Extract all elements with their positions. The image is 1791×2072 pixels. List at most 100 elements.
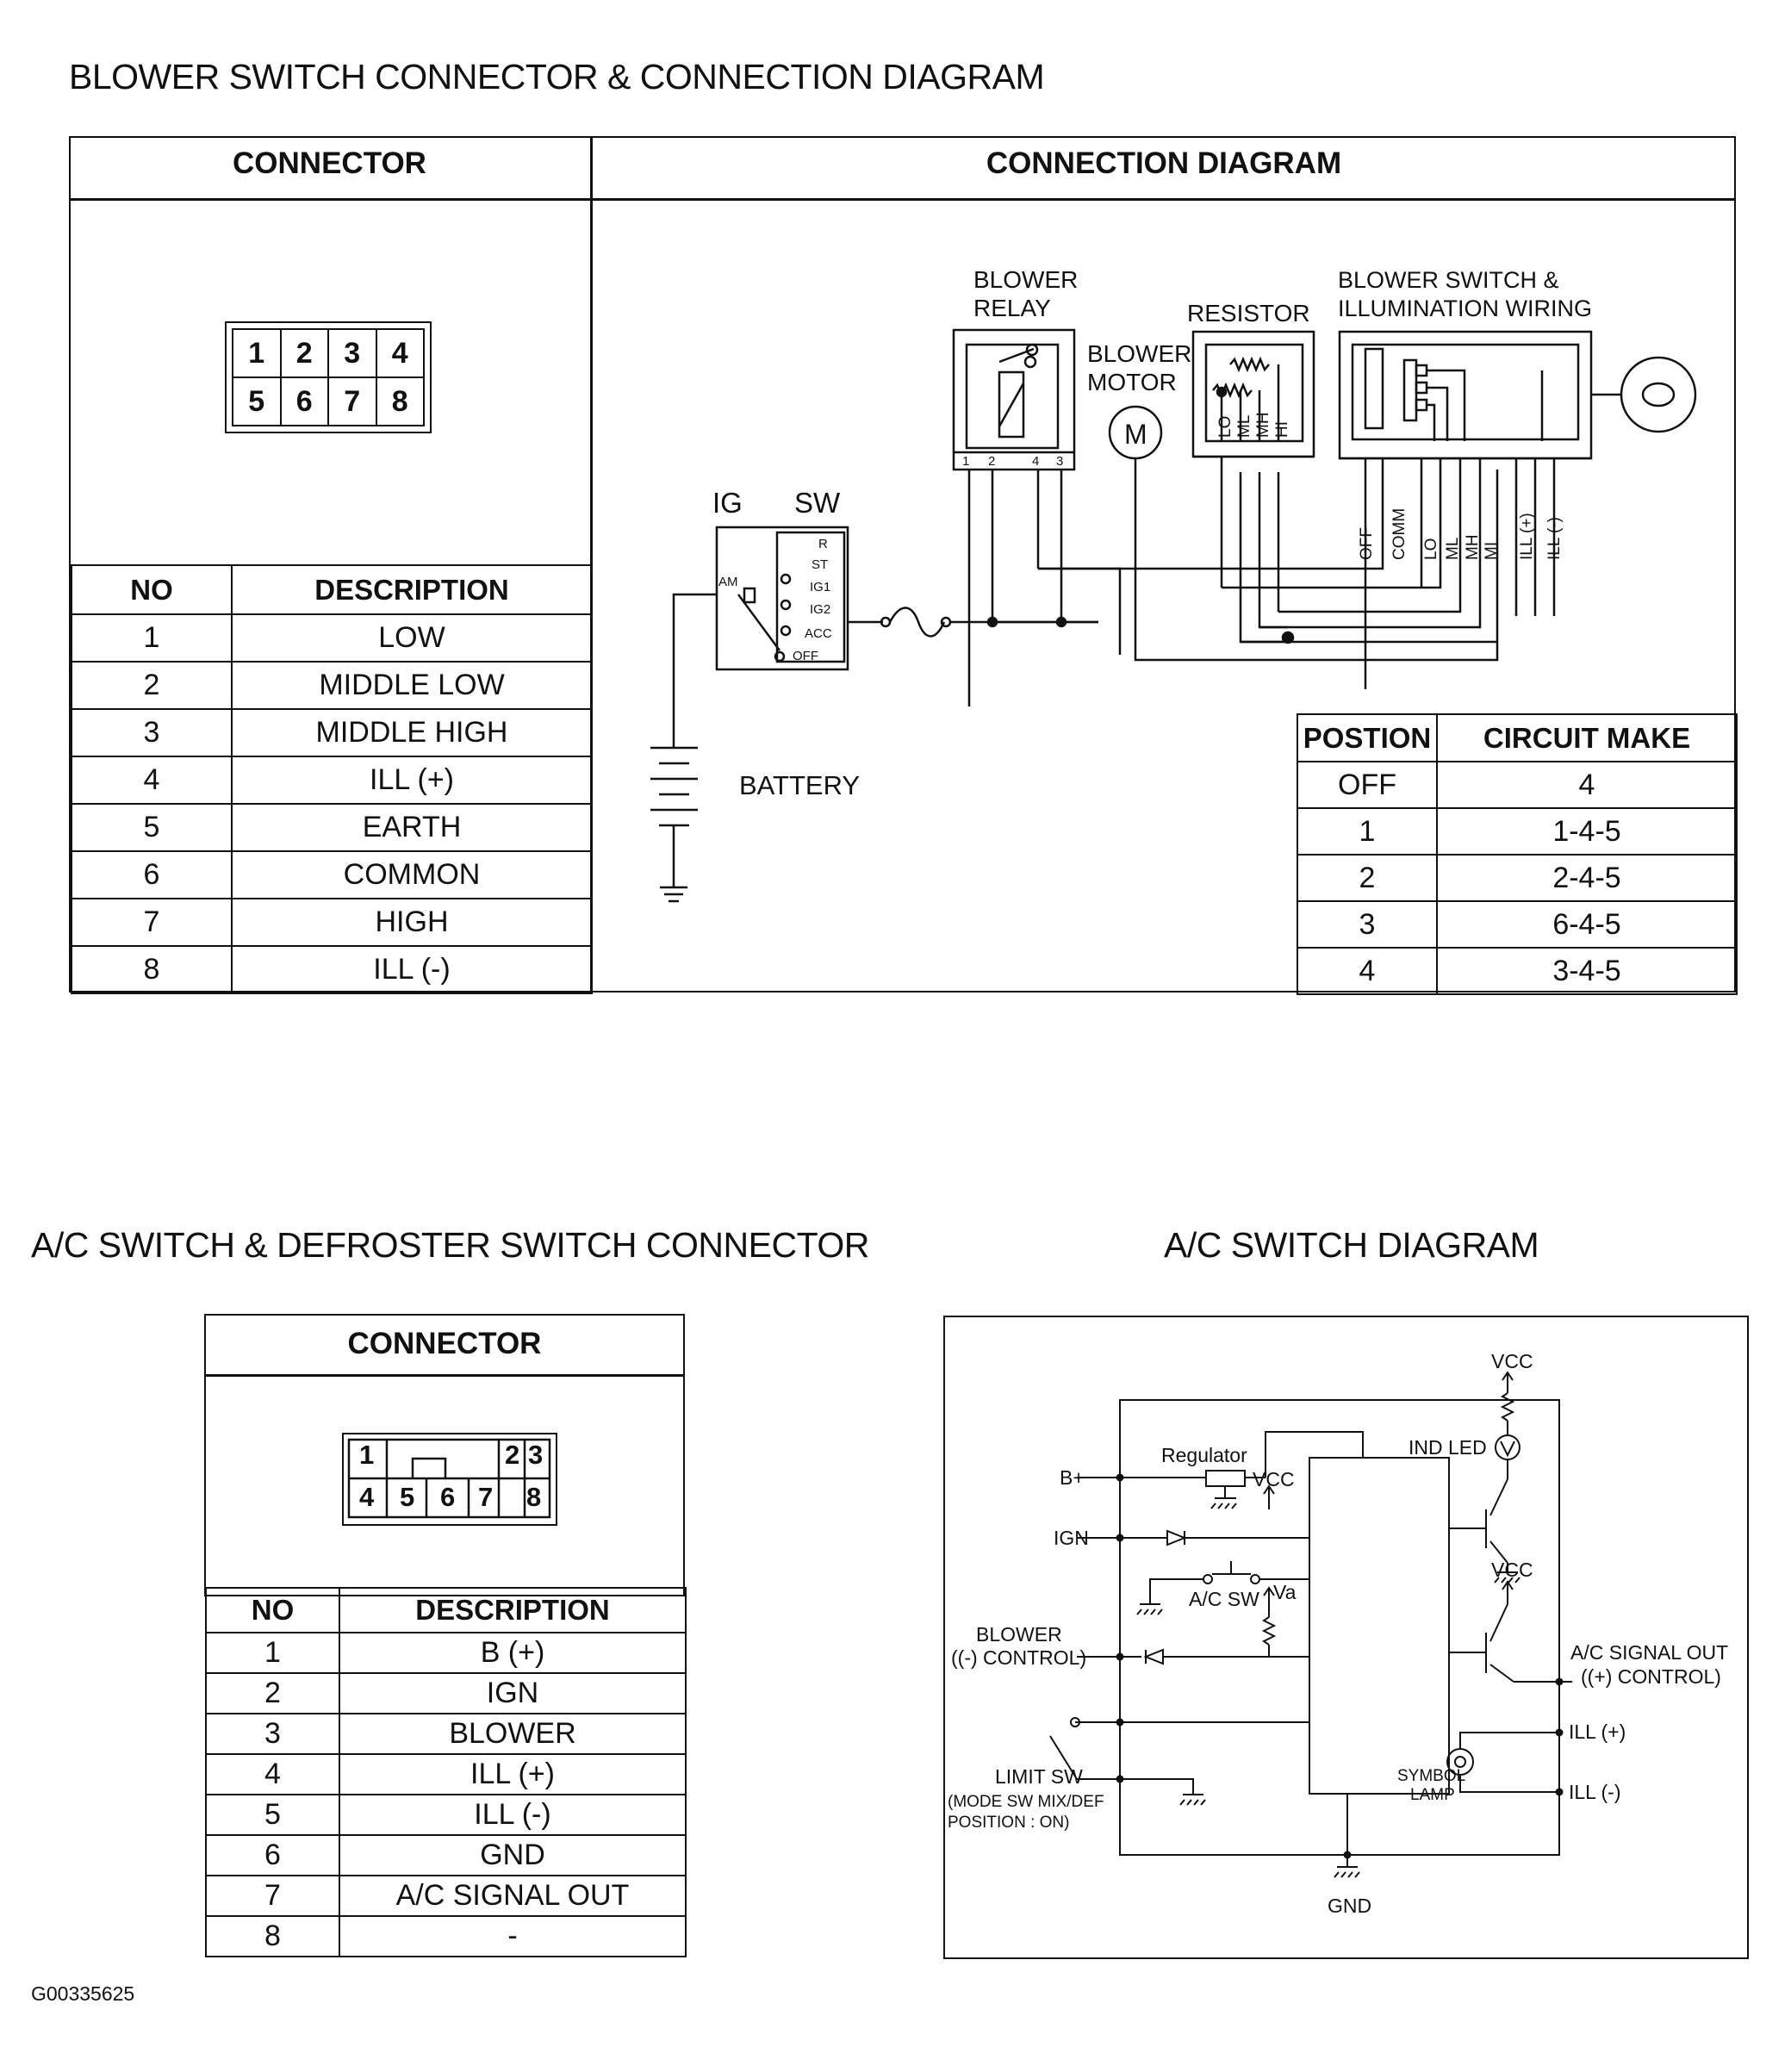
motor-symbol: M — [1124, 419, 1147, 450]
res-ml: ML — [1235, 415, 1253, 438]
mode-label-2: POSITION : ON) — [948, 1814, 1070, 1832]
res-hi: HI — [1273, 421, 1291, 438]
table-cell: 7 — [71, 898, 233, 947]
sw-mh: MH — [1464, 534, 1482, 560]
table-cell: ILL (-) — [339, 1794, 687, 1836]
symbol-lamp-label-2: LAMP — [1410, 1786, 1455, 1804]
table-cell: 6 — [205, 1834, 340, 1876]
table-header-description: DESCRIPTION — [339, 1587, 687, 1633]
table-cell: - — [339, 1915, 687, 1957]
table-cell: 2 — [71, 661, 233, 710]
table-cell: MIDDLE LOW — [231, 661, 593, 710]
table-cell: 1 — [205, 1632, 340, 1674]
sw-lo: LO — [1422, 538, 1440, 560]
table-cell: 2-4-5 — [1436, 854, 1738, 902]
table-header-no: NO — [71, 564, 233, 615]
table-cell: 7 — [205, 1875, 340, 1917]
ign-acc-label: ACC — [805, 626, 832, 641]
junction-dot — [986, 616, 998, 628]
table-header-no: NO — [205, 1587, 340, 1633]
table-cell: EARTH — [231, 803, 593, 852]
pin: 4 — [375, 328, 425, 378]
sw-label: SW — [794, 487, 841, 519]
table-header-position: POSTION — [1297, 713, 1438, 762]
ign-ig2-label: IG2 — [810, 602, 830, 617]
table-cell: 5 — [71, 803, 233, 852]
vcc-mid-label: VCC — [1491, 1559, 1533, 1581]
table-cell: 3 — [71, 708, 233, 757]
pin: 8 — [526, 1482, 542, 1512]
ac-connector-title: A/C SWITCH & DEFROSTER SWITCH CONNECTOR — [31, 1225, 869, 1265]
ign-ig1-label: IG1 — [810, 580, 830, 594]
table-cell: MIDDLE HIGH — [231, 708, 593, 757]
table-cell: 1 — [71, 613, 233, 663]
ac-switch-schematic — [1049, 1371, 1572, 1878]
sw-off: OFF — [1358, 527, 1376, 560]
vcc-top-label: VCC — [1491, 1350, 1533, 1372]
table-cell: B (+) — [339, 1632, 687, 1674]
table-cell: GND — [339, 1834, 687, 1876]
ind-led-label: IND LED — [1409, 1436, 1487, 1459]
sw-ill-plus: ILL (+) — [1518, 513, 1536, 560]
ign-r-label: R — [818, 537, 828, 551]
table-cell: ILL (-) — [231, 945, 593, 994]
relay-pin-2: 2 — [988, 454, 995, 469]
blower-section-title: BLOWER SWITCH CONNECTOR & CONNECTION DIA… — [69, 57, 1045, 96]
table-cell: HIGH — [231, 898, 593, 947]
pin: 7 — [327, 376, 377, 426]
junction-dot — [1055, 616, 1067, 628]
regulator-label: Regulator — [1161, 1444, 1247, 1466]
ac-signal-label-1: A/C SIGNAL OUT — [1570, 1641, 1729, 1664]
junction-dot — [1216, 386, 1228, 398]
ac-diagram-frame — [943, 1316, 1749, 1959]
blower-connector-pins: 1 2 3 4 5 6 7 8 — [225, 321, 432, 433]
ignition-switch — [715, 526, 883, 671]
ill-plus-label: ILL (+) — [1569, 1720, 1626, 1743]
blower-label-2: ((-) CONTROL) — [951, 1646, 1087, 1669]
pin: 5 — [400, 1482, 415, 1512]
ac-sw-label: A/C SW — [1189, 1588, 1259, 1610]
table-cell: A/C SIGNAL OUT — [339, 1875, 687, 1917]
blower-header-rule — [69, 198, 1736, 201]
table-header-description: DESCRIPTION — [231, 564, 593, 615]
pin: 2 — [279, 328, 329, 378]
switch-wiring-label-2: ILLUMINATION WIRING — [1338, 296, 1592, 321]
ac-connector-pins: 1 2 3 4 5 6 7 8 — [342, 1433, 557, 1526]
table-cell: 5 — [205, 1794, 340, 1836]
gnd-label: GND — [1328, 1895, 1372, 1917]
motor-label-2: MOTOR — [1087, 369, 1177, 395]
ac-diagram-title: A/C SWITCH DIAGRAM — [1164, 1225, 1539, 1265]
table-header-circuit: CIRCUIT MAKE — [1436, 713, 1738, 762]
battery-symbol — [650, 593, 717, 903]
pin: 6 — [279, 376, 329, 426]
table-cell: 3 — [1297, 900, 1438, 949]
pin: 7 — [478, 1482, 494, 1512]
mode-label-1: (MODE SW MIX/DEF — [948, 1793, 1104, 1811]
resistor-block — [1191, 330, 1315, 644]
blower-motor — [1108, 405, 1499, 662]
blower-panel-frame — [69, 136, 1736, 992]
motor-label-1: BLOWER — [1087, 340, 1191, 367]
symbol-lamp-label-1: SYMBOL — [1397, 1767, 1466, 1785]
table-cell: 4 — [1297, 947, 1438, 995]
ign-am-label: AM — [718, 575, 738, 589]
table-cell: 4 — [205, 1753, 340, 1795]
table-cell: 3 — [205, 1713, 340, 1755]
resistor-label: RESISTOR — [1187, 300, 1310, 327]
relay-pin-1: 1 — [962, 454, 969, 469]
b-plus-label: B+ — [1060, 1466, 1085, 1489]
limit-sw-label: LIMIT SW — [995, 1765, 1083, 1788]
relay-label-2: RELAY — [973, 295, 1051, 321]
pin: 1 — [359, 1440, 375, 1470]
pin: 3 — [528, 1440, 544, 1470]
pin: 3 — [327, 328, 377, 378]
ign-label: IGN — [1054, 1527, 1089, 1549]
pin: 6 — [440, 1482, 456, 1512]
connector-header: CONNECTOR — [233, 146, 426, 180]
table-cell: 1-4-5 — [1436, 807, 1738, 856]
relay-label-1: BLOWER — [973, 266, 1078, 293]
table-cell: OFF — [1297, 761, 1438, 809]
